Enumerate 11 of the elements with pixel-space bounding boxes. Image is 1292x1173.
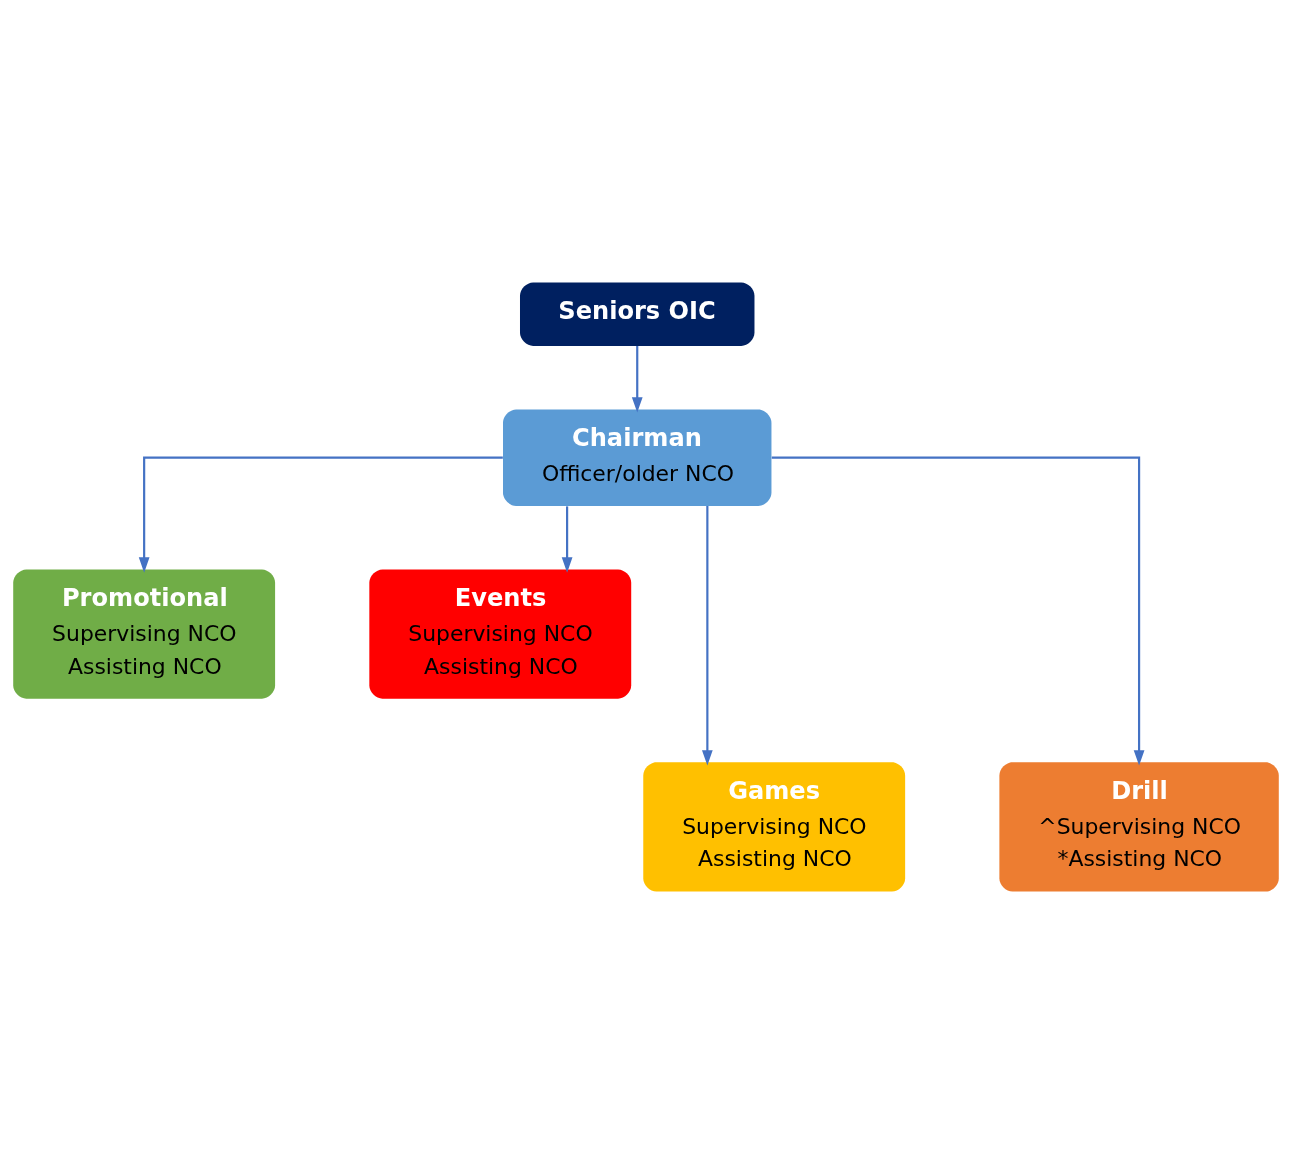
arrow	[561, 505, 573, 573]
node-box: Chairman Officer/older NCO	[503, 409, 772, 506]
node-box: Drill ^Supervising NCO *Assisting NCO	[999, 761, 1279, 892]
arrow	[702, 505, 713, 766]
arrow	[138, 456, 503, 573]
arrow	[631, 345, 643, 413]
node-box: Events Supervising NCO Assisting NCO	[369, 568, 632, 699]
node-box: Games Supervising NCO Assisting NCO	[643, 761, 906, 892]
arrow	[771, 456, 1145, 766]
node-box: Promotional Supervising NCO Assisting NCO	[13, 568, 276, 699]
node-box: Seniors OIC	[520, 281, 755, 346]
